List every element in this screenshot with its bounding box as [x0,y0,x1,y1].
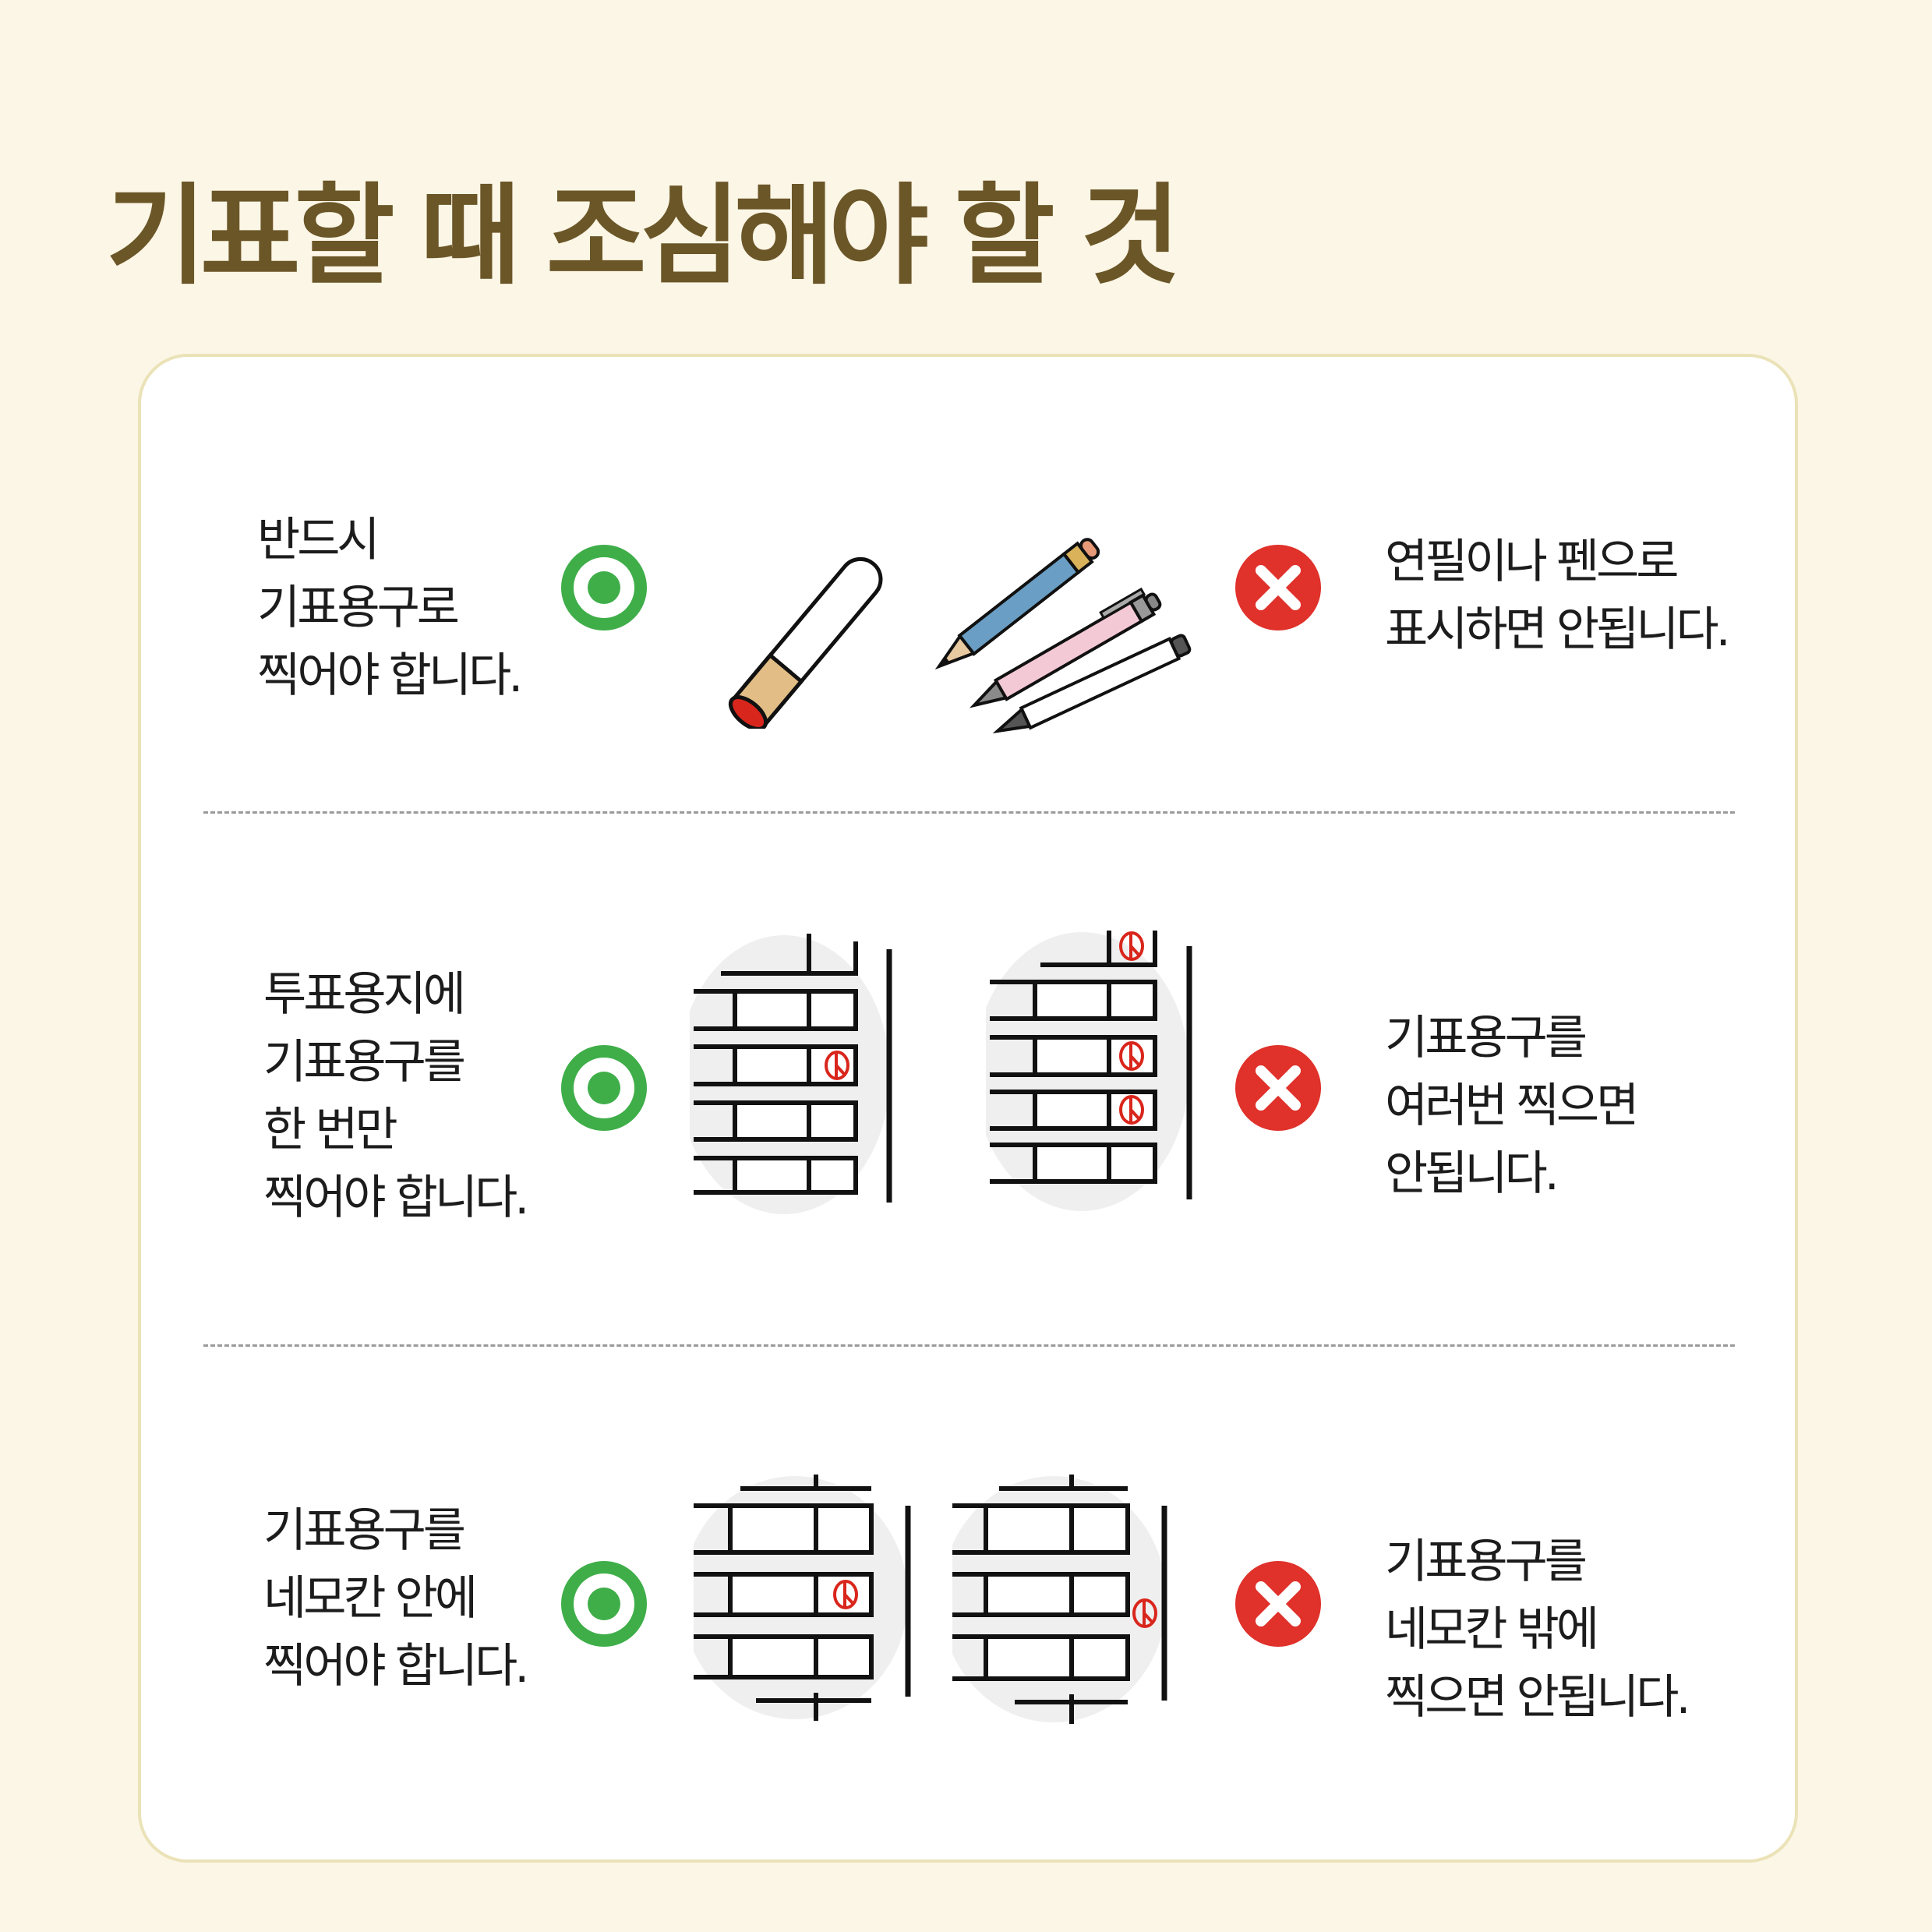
row1-do-text: 반드시 기표용구로 찍어야 합니다. [257,507,523,710]
ballot-cell-row [1035,1145,1155,1181]
ballot-cell-row [986,1574,1128,1615]
row2-do-line: 찍어야 합니다. [263,1171,529,1225]
row2-do-line: 투표용지에 [263,967,466,1022]
row2-dont-text: 기표용구를 여러번 찍으면 안됩니다. [1385,1005,1639,1208]
row3-do-line: 기표용구를 [263,1503,466,1558]
row1-do-line: 반드시 [257,513,380,567]
stamp-mark [1119,931,1144,961]
correct-circle-icon [561,1045,647,1131]
row1-dont-text: 연필이나 펜으로 표시하면 안됩니다. [1385,528,1731,664]
ballot-cell-row [730,1637,871,1677]
row3-dont-line: 네모칸 밖에 [1385,1602,1599,1657]
pencil-and-pens-illustration [934,538,1192,733]
row1-dont-line: 표시하면 안됩니다. [1385,602,1731,657]
stamp-mark [833,1580,858,1609]
ballot-stamp-outside-box-illustration [952,1475,1167,1724]
ok-dot [588,1588,620,1620]
ballot-cell-row [1035,982,1155,1019]
row3-dont-line: 찍으면 안됩니다. [1385,1670,1691,1725]
ballot-cell-row [730,1574,871,1615]
page-title: 기표할 때 조심해야 할 것 [106,173,1181,300]
row3-dont-line: 기표용구를 [1385,1535,1588,1589]
stamp-mark [1119,1041,1144,1071]
wrong-x-icon [1235,1045,1321,1131]
row1-do-line: 기표용구로 [257,581,460,635]
row1-dont-line: 연필이나 펜으로 [1385,535,1679,589]
x-mark [1256,1581,1301,1626]
row3-dont-text: 기표용구를 네모칸 밖에 찍으면 안됩니다. [1385,1528,1691,1732]
row3-do-text: 기표용구를 네모칸 안에 찍어야 합니다. [263,1497,529,1701]
wrong-x-icon [1235,1561,1321,1647]
row2-dont-line: 기표용구를 [1385,1011,1588,1065]
section-divider [203,811,1735,814]
ok-dot [588,571,620,604]
stamp-mark [1132,1598,1157,1628]
ballot-multiple-stamps-illustration [986,931,1192,1211]
correct-circle-icon [561,1561,647,1647]
section-divider [203,1344,1735,1347]
ballot-stamp-inside-box-illustration [694,1475,911,1721]
ballot-edge [1040,931,1157,967]
ballot-edge [740,1475,871,1721]
ballot-cell-row [986,1637,1128,1679]
wrong-x-icon [1235,545,1321,630]
ballot-cell-row [735,991,856,1029]
ballot-edge [999,1475,1128,1724]
row2-do-text: 투표용지에 기표용구를 한 번만 찍어야 합니다. [263,961,529,1232]
row1-do-line: 찍어야 합니다. [257,648,523,703]
row2-dont-line: 여러번 찍으면 [1385,1079,1639,1133]
ballot-cell-row [735,1103,856,1139]
row2-do-line: 한 번만 [263,1103,398,1157]
row3-do-line: 찍어야 합니다. [263,1639,529,1694]
ballot-cell-row [986,1506,1128,1552]
ballot-edge [721,934,858,976]
correct-circle-icon [561,545,647,630]
ballot-cell-row [735,1158,856,1192]
ballot-single-stamp-illustration [690,934,892,1214]
row2-dont-line: 안됩니다. [1385,1146,1559,1201]
x-mark [1256,1065,1301,1111]
row3-do-line: 네모칸 안에 [263,1571,478,1626]
ok-dot [588,1072,620,1104]
voting-stamp-illustration [728,556,883,729]
row2-do-line: 기표용구를 [263,1035,466,1090]
stamp-mark [825,1051,849,1080]
x-mark [1256,565,1301,610]
stamp-mark [1119,1095,1144,1125]
ballot-cell-row [730,1506,871,1552]
